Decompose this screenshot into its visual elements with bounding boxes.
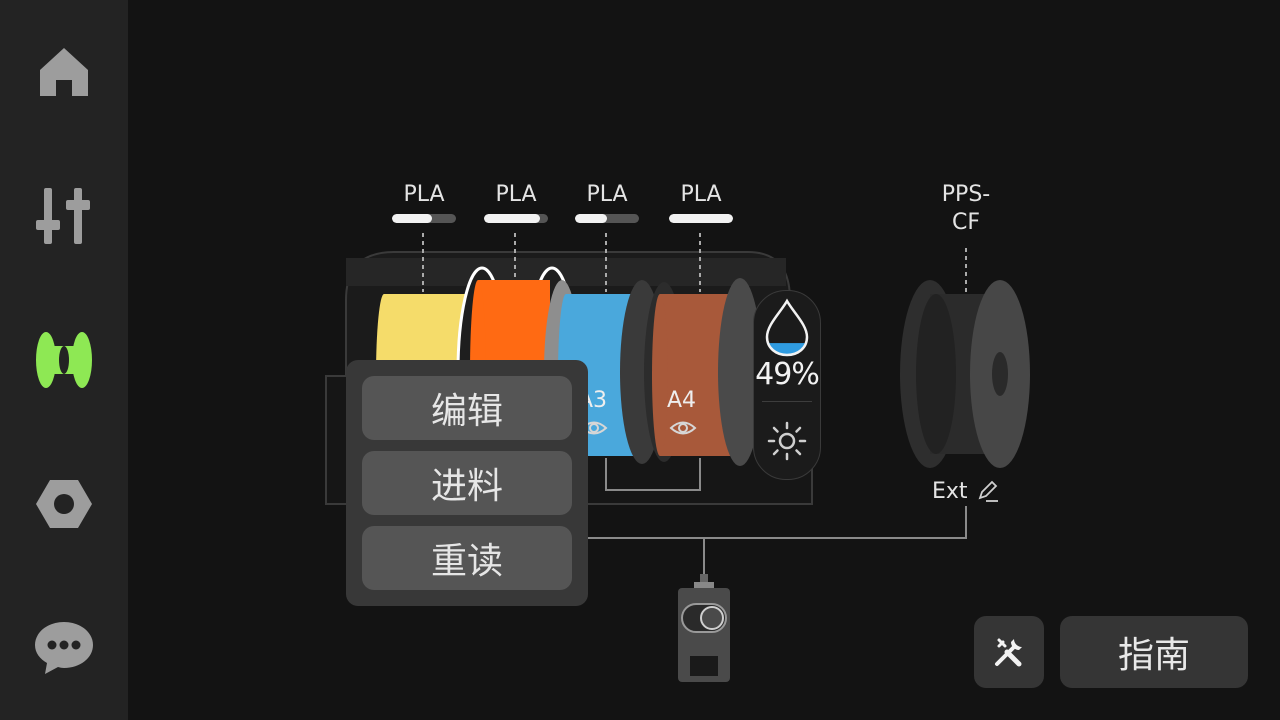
edit-button[interactable]: 编辑 — [362, 376, 572, 440]
slot-a4-id: A4 — [667, 388, 697, 413]
slot-a1-remaining-bar — [392, 214, 456, 223]
slot-a4-material: PLA — [680, 182, 722, 207]
slot-a3-remaining-fill — [575, 214, 607, 223]
slot-a4-remaining-fill — [669, 214, 733, 223]
filament-spool-icon — [36, 332, 92, 388]
slot-a4-remaining-bar — [669, 214, 733, 223]
eye-icon[interactable] — [580, 421, 608, 435]
nav-filament[interactable] — [24, 320, 104, 400]
nav-messages[interactable] — [24, 608, 104, 688]
slot-a2-remaining-bar — [484, 214, 548, 223]
toolhead — [678, 574, 730, 682]
nav-home[interactable] — [24, 32, 104, 112]
slot-a2-remaining-fill — [484, 214, 541, 223]
reread-button[interactable]: 重读 — [362, 526, 572, 590]
slot-a1-remaining-fill — [392, 214, 432, 223]
external-material-line2: CF — [951, 210, 980, 235]
slot-a1-material: PLA — [403, 182, 445, 207]
sidebar — [0, 0, 128, 720]
nav-controls[interactable] — [24, 176, 104, 256]
spool-a4-filament-edge — [652, 294, 668, 456]
nut-icon — [36, 480, 92, 528]
external-label: Ext — [932, 479, 968, 504]
humidity-drop-fill — [767, 343, 807, 355]
edit-pencil-icon[interactable] — [978, 480, 998, 502]
spool-a4[interactable] — [644, 278, 762, 466]
guide-button[interactable]: 指南 — [1060, 616, 1248, 688]
slot-a3-remaining-bar — [575, 214, 639, 223]
nav-settings[interactable] — [24, 464, 104, 544]
slot-a2-material: PLA — [495, 182, 537, 207]
load-button[interactable]: 进料 — [362, 451, 572, 515]
tools-button[interactable] — [974, 616, 1044, 688]
tools-icon — [995, 638, 1022, 667]
home-icon — [40, 48, 88, 96]
slot-context-menu: 编辑 进料 重读 — [346, 360, 588, 606]
sun-icon[interactable] — [767, 421, 807, 461]
humidity-drop-icon — [765, 298, 809, 357]
humidity-indicator[interactable]: 49% — [753, 290, 821, 480]
humidity-value: 49% — [755, 357, 820, 392]
sliders-icon — [36, 188, 90, 244]
chat-icon — [35, 622, 93, 674]
slot-a3-material: PLA — [586, 182, 628, 207]
humidity-divider — [762, 401, 812, 402]
eye-icon[interactable] — [669, 421, 697, 435]
external-spool[interactable] — [900, 280, 1030, 468]
external-material-line1: PPS- — [941, 182, 991, 207]
